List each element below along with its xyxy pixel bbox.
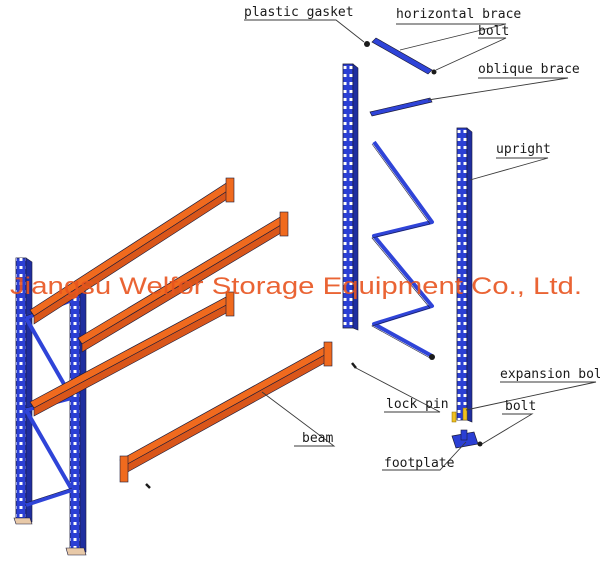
zigzag-bracing — [372, 140, 434, 358]
beam-1 — [29, 177, 235, 325]
plastic-gasket-part — [364, 41, 370, 47]
frame-foot-left — [13, 517, 33, 525]
label-upright: upright — [496, 142, 551, 157]
label-horizontal-brace: horizontal brace — [396, 7, 521, 22]
frame-foot-right — [65, 547, 87, 556]
bolt-part-bottom — [477, 441, 483, 447]
part-labels: plastic gasket horizontal brace bolt obl… — [244, 5, 600, 471]
leader-lines — [244, 19, 597, 471]
label-bolt-bottom: bolt — [505, 399, 536, 414]
lock-pin-part — [351, 362, 357, 369]
oblique-brace-part — [369, 97, 433, 117]
exploded-upright-mid — [342, 63, 359, 331]
horizontal-brace-part — [364, 37, 437, 75]
beam-3 — [29, 291, 235, 417]
exploded-upright-right — [456, 127, 473, 423]
beam-2 — [77, 211, 289, 353]
frame-upright-right — [69, 287, 87, 553]
label-beam: beam — [302, 431, 333, 446]
lock-pin-part-2 — [145, 483, 151, 489]
label-lock-pin: lock pin — [386, 397, 449, 412]
beams — [29, 177, 333, 483]
label-oblique-brace: oblique brace — [478, 62, 580, 77]
label-footplate: footplate — [384, 456, 455, 471]
label-plastic-gasket: plastic gasket — [244, 5, 354, 20]
expansion-bolt-part — [451, 407, 468, 423]
footplate-part — [451, 429, 479, 449]
beam-loose — [119, 341, 333, 483]
watermark-text: Jiangsu Welfor Storage Equipment Co., Lt… — [10, 273, 582, 300]
label-bolt-top: bolt — [478, 24, 509, 39]
label-expansion-bolt: expansion bolt — [500, 367, 600, 382]
